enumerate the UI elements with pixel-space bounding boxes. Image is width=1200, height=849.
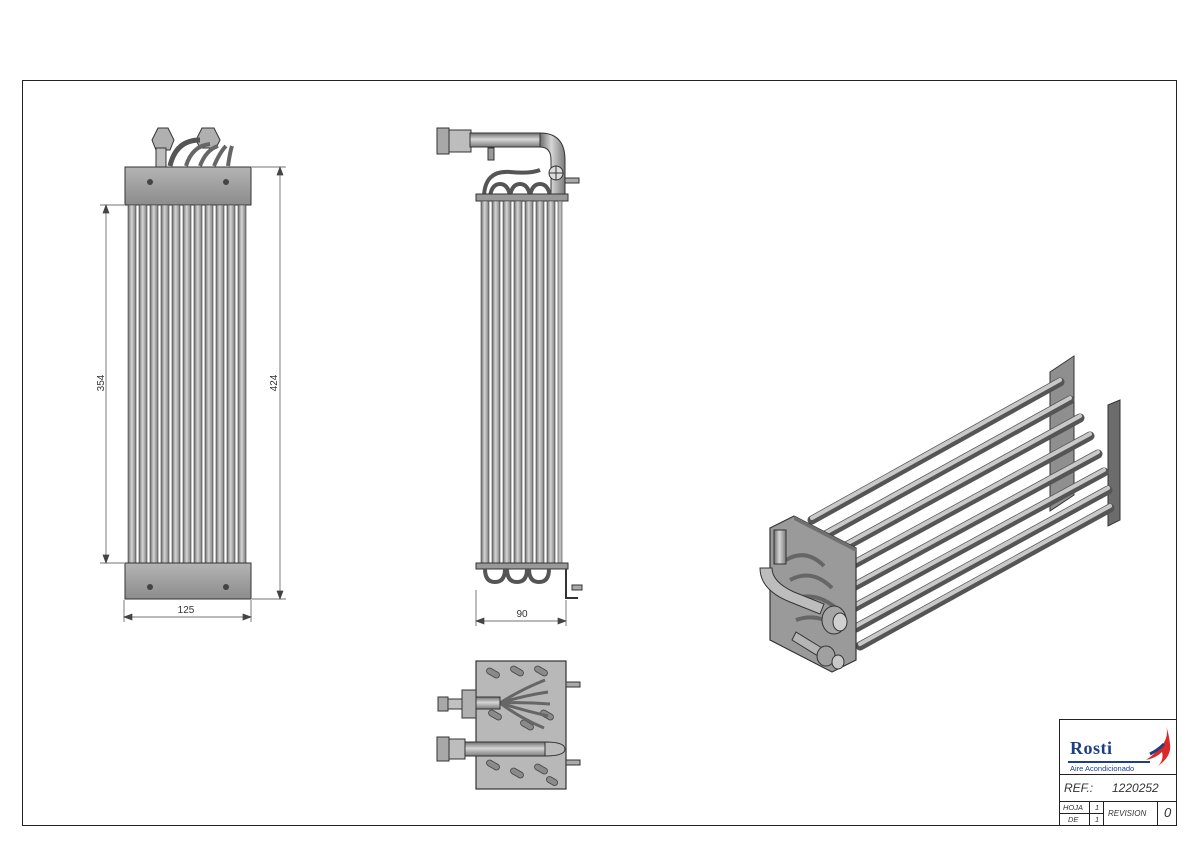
logo-underline	[1068, 761, 1150, 763]
bolt-icon	[223, 179, 229, 185]
side-top-return-bends	[482, 168, 552, 199]
dimension-90	[475, 590, 567, 626]
dimension-424	[252, 166, 286, 600]
drawing-sheet-border	[22, 80, 1177, 826]
side-top-flange	[475, 193, 569, 202]
revision-label: REVISION	[1108, 809, 1147, 818]
dimension-label-125: 125	[178, 605, 195, 616]
ref-label: REF.:	[1064, 781, 1094, 795]
sheet-revision-row: HOJA 1 DE 1 REVISION 0	[1060, 802, 1176, 825]
iso-near-plate-edge	[794, 516, 856, 552]
front-view: 354 424 125	[96, 127, 286, 622]
logo-swoosh-icon	[1146, 726, 1171, 766]
de-label: DE	[1068, 815, 1079, 824]
front-bottom-plate	[124, 562, 252, 600]
top-view	[436, 660, 581, 790]
hoja-label: HOJA	[1063, 803, 1084, 812]
bolt-icon	[223, 584, 229, 590]
side-bracket	[565, 569, 578, 599]
front-top-plate	[124, 166, 252, 206]
side-bottom-flange	[475, 562, 569, 570]
revision-value: 0	[1164, 805, 1172, 820]
side-view: 90	[436, 127, 583, 626]
dimension-354	[100, 204, 124, 564]
brand-tagline: Aire Acondicionado	[1070, 764, 1135, 773]
company-logo: Rosti Aire Acondicionado	[1060, 720, 1176, 775]
top-view-tube-fan	[499, 678, 551, 730]
brand-name: Rosti	[1070, 738, 1113, 758]
bolt-icon	[147, 179, 153, 185]
dimension-label-354: 354	[96, 374, 107, 391]
de-value: 1	[1095, 815, 1100, 824]
title-block: Rosti Aire Acondicionado REF.: 1220252 H…	[1059, 719, 1177, 826]
hoja-value: 1	[1095, 803, 1100, 812]
front-tube-bundle	[127, 204, 247, 564]
top-view-fittings	[436, 681, 581, 766]
dimension-label-90: 90	[516, 609, 528, 620]
ref-value: 1220252	[1112, 781, 1159, 795]
bolt-icon	[147, 584, 153, 590]
reference-row: REF.: 1220252	[1060, 775, 1176, 802]
iso-tube-bundle	[807, 377, 1115, 651]
side-inlet-pipe	[436, 127, 580, 196]
side-bracket-stud	[571, 584, 583, 591]
side-bottom-return-bends	[483, 568, 551, 585]
side-tube-bundle	[480, 200, 563, 566]
dimension-125	[123, 600, 252, 622]
front-top-fittings	[151, 127, 234, 169]
isometric-view	[759, 355, 1121, 673]
dimension-label-424: 424	[269, 374, 280, 391]
iso-fittings	[759, 529, 848, 670]
